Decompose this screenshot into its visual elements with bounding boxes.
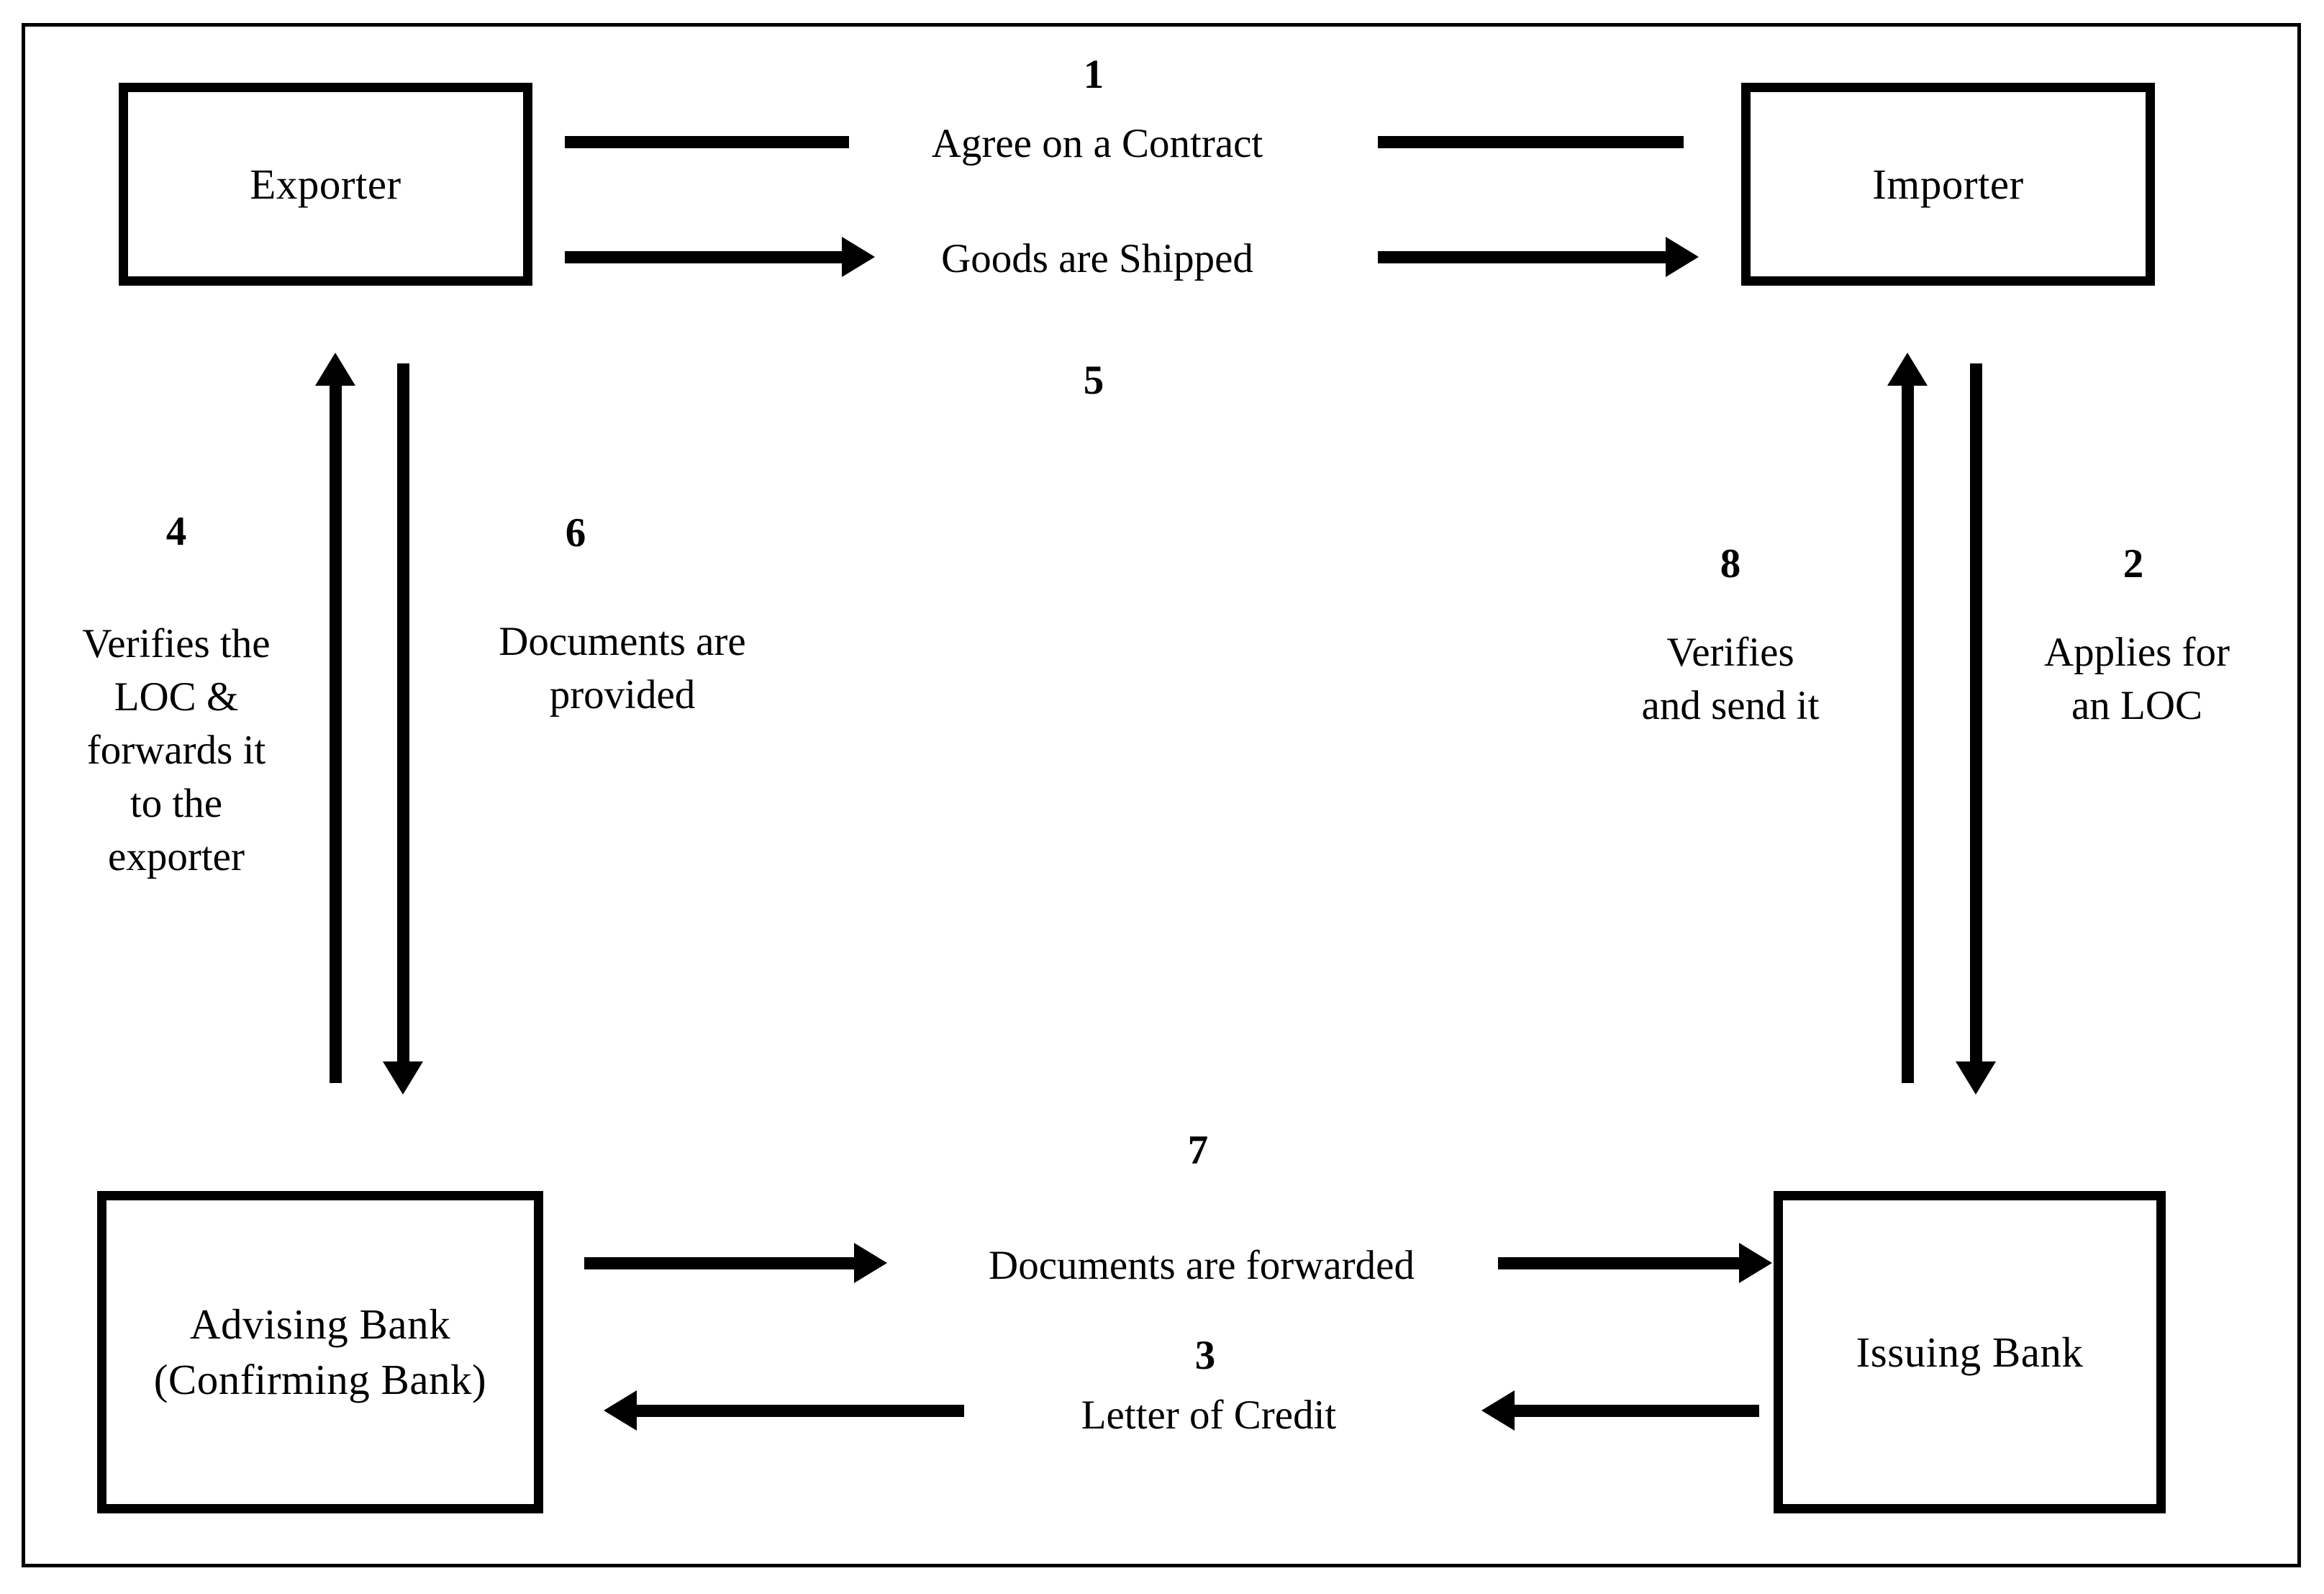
step-5-number: 5 [1083,358,1104,403]
step-2-number: 2 [2123,541,2144,587]
node-advising-bank-label: Advising Bank (Confirming Bank) [153,1300,487,1403]
step-2-shaft [1970,363,1982,1061]
step-6-shaft [397,363,409,1061]
step-2-arrowhead [1956,1061,1996,1095]
step-3-arrowhead-right [1481,1390,1515,1431]
step-5-shaft-right [1378,251,1666,263]
step-6-number: 6 [565,510,586,556]
step-4-number: 4 [165,509,187,554]
node-advising-bank[interactable]: Advising Bank (Confirming Bank) [97,1191,543,1513]
step-7-shaft-right [1498,1257,1739,1269]
diagram-outer-border [22,23,2301,1567]
node-exporter-label: Exporter [250,160,401,208]
step-6-arrowhead [383,1061,423,1095]
step-4-label: Verifies the LOC & forwards it to the ex… [82,621,271,880]
step-7-label: Documents are forwarded [989,1243,1415,1288]
node-importer[interactable]: Importer [1741,83,2155,286]
step-5-arrowhead-left [842,237,875,277]
step-1-connector-left [565,136,849,148]
step-5-shaft-left [565,251,842,263]
step-3-number: 3 [1194,1333,1216,1378]
step-8-number: 8 [1720,541,1741,587]
step-3-shaft-left [637,1405,964,1417]
node-issuing-bank[interactable]: Issuing Bank [1774,1191,2166,1513]
step-1-label: Agree on a Contract [931,121,1263,166]
step-3-shaft-right [1515,1405,1759,1417]
step-6-label: Documents are provided [499,619,746,718]
step-3-label: Letter of Credit [1081,1393,1337,1438]
step-8-shaft [1902,374,1914,1083]
step-4-arrowhead [315,353,355,386]
step-5-arrowhead-right [1666,237,1699,277]
step-7-number: 7 [1187,1128,1209,1173]
step-1-connector-right [1378,136,1684,148]
step-8-arrowhead [1887,353,1928,386]
step-5-label: Goods are Shipped [941,236,1253,281]
node-importer-label: Importer [1872,160,2024,208]
step-8-label: Verifies and send it [1641,630,1820,729]
step-4-shaft [330,374,342,1083]
step-3-arrowhead-left [604,1390,637,1431]
step-7-shaft-left [584,1257,854,1269]
step-2-label: Applies for an LOC [2043,630,2230,729]
node-issuing-bank-label: Issuing Bank [1856,1328,2084,1376]
step-7-arrowhead-right [1739,1243,1772,1283]
step-1-number: 1 [1083,52,1104,97]
step-7-arrowhead-left [854,1243,887,1283]
node-exporter[interactable]: Exporter [119,83,532,286]
